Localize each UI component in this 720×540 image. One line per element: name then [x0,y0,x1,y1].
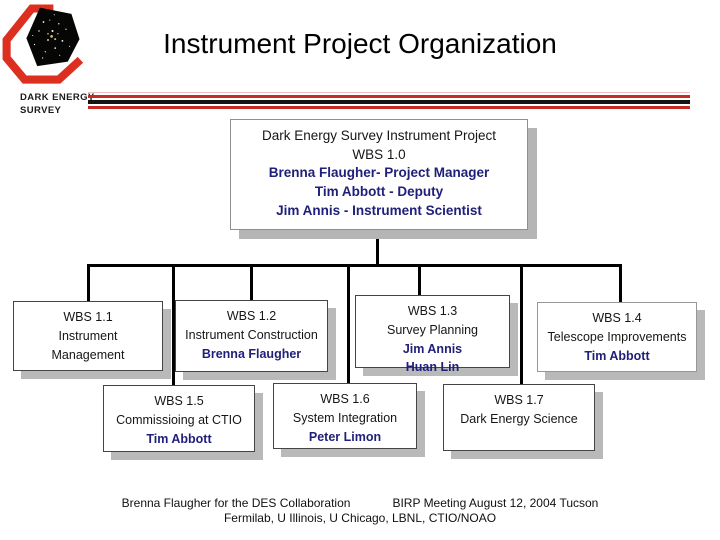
org-box-head: WBS 1.3 Survey Planning [386,304,479,337]
org-box-head: WBS 1.1 Instrument Management [51,310,125,362]
connector-root-stub [376,230,379,266]
connector-drop-wbs-1-3 [418,264,421,296]
divider-red-line-bottom [88,106,690,109]
dark-energy-survey-logo-icon [2,4,84,84]
connector-horizontal [87,264,622,267]
connector-drop-wbs-1-4 [619,264,622,303]
org-box-names: Jim Annis Huan Lin [402,341,463,375]
org-box-head: WBS 1.2 Instrument Construction [185,309,318,342]
org-box-names: Peter Limon [308,429,382,444]
org-box-wbs-1-6: WBS 1.6 System Integration Peter Limon [273,383,417,449]
org-box-head: WBS 1.7 Dark Energy Science [460,393,578,426]
org-box-names: Brenna Flaugher [201,346,302,361]
logo-caption: DARK ENERGY SURVEY [20,92,95,116]
org-box-head: WBS 1.6 System Integration [292,392,398,425]
connector-drop-wbs-1-7 [520,264,523,385]
org-box-root: Dark Energy Survey Instrument Project WB… [230,119,528,230]
connector-drop-wbs-1-6 [347,264,350,384]
footer: Brenna Flaugher for the DES Collaboratio… [0,496,720,525]
org-box-wbs-1-1: WBS 1.1 Instrument Management [13,301,163,371]
connector-drop-wbs-1-1 [87,264,90,302]
footer-author: Brenna Flaugher for the DES Collaboratio… [121,496,351,510]
org-box-wbs-1-4: WBS 1.4 Telescope Improvements Tim Abbot… [537,302,697,372]
org-box-head: WBS 1.4 Telescope Improvements [547,311,687,344]
org-box-wbs-1-7: WBS 1.7 Dark Energy Science [443,384,595,451]
org-box-wbs-1-2: WBS 1.2 Instrument Construction Brenna F… [175,300,328,372]
divider-faint-line [88,92,690,93]
divider-red-line-top [88,95,690,98]
page-title: Instrument Project Organization [163,28,557,59]
footer-institutions: Fermilab, U Illinois, U Chicago, LBNL, C… [223,511,497,525]
org-box-names: Tim Abbott [584,348,650,363]
org-box-head: WBS 1.5 Commissioing at CTIO [116,394,242,427]
org-box-root-names: Brenna Flaugher- Project Manager Tim Abb… [268,165,490,218]
connector-drop-wbs-1-2 [250,264,253,301]
header-divider [88,92,690,109]
org-box-names: Tim Abbott [146,431,212,446]
divider-black-line [88,100,690,104]
org-box-wbs-1-3: WBS 1.3 Survey Planning Jim Annis Huan L… [355,295,510,374]
connector-drop-wbs-1-5 [172,264,175,386]
footer-meeting: BIRP Meeting August 12, 2004 Tucson [392,496,599,510]
org-box-root-head: Dark Energy Survey Instrument Project WB… [261,128,497,162]
org-box-wbs-1-5: WBS 1.5 Commissioing at CTIO Tim Abbott [103,385,255,452]
